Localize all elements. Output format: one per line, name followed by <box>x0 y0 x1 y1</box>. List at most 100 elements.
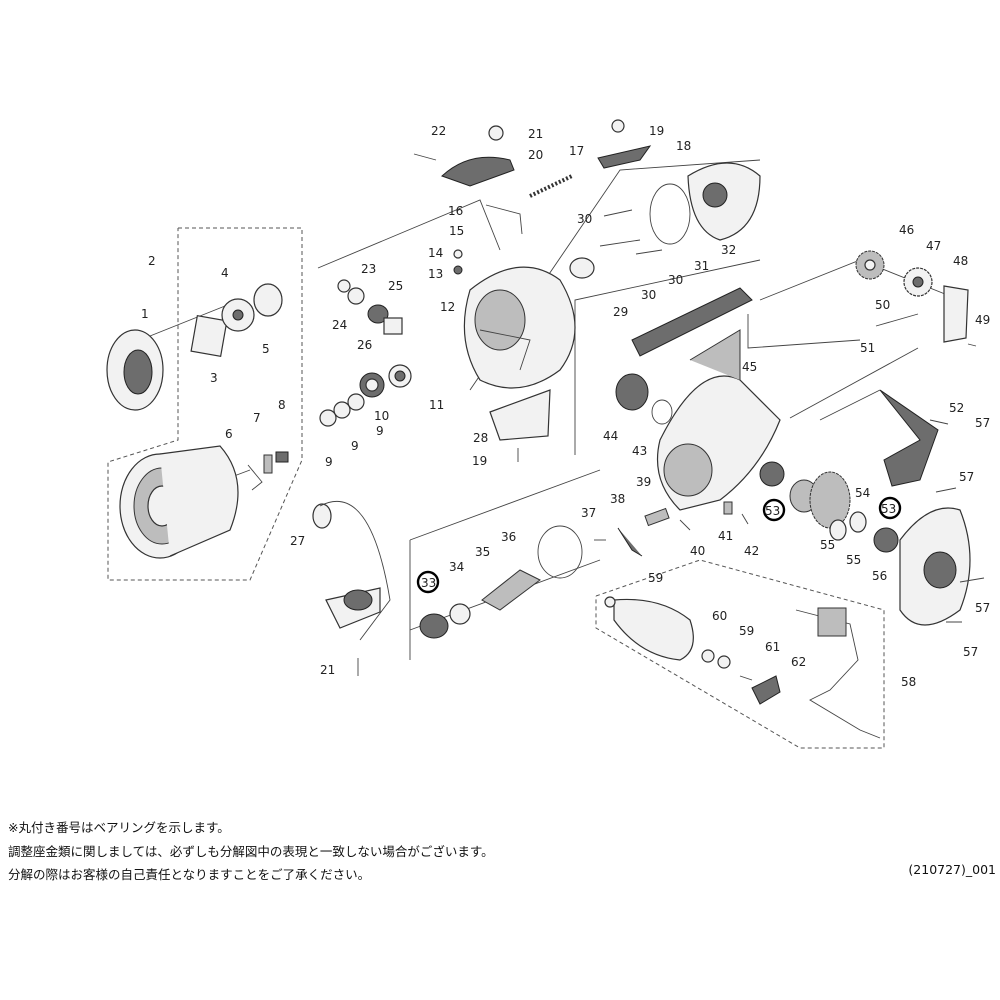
label-56: 56 <box>872 569 887 583</box>
label-48: 48 <box>953 254 968 268</box>
part-53-bearing-b <box>873 527 899 553</box>
label-53a: 53 <box>765 504 780 518</box>
label-15: 15 <box>449 224 464 238</box>
label-32: 32 <box>721 243 736 257</box>
part-10-pinion-gear-nut <box>359 372 385 398</box>
part-number-labels: 1 2 3 4 5 6 7 8 9 9 9 10 11 12 13 14 15 … <box>141 124 990 689</box>
part-49-screw <box>967 343 977 347</box>
part-62-cap <box>751 675 781 705</box>
part-9-washer-a <box>319 409 337 427</box>
label-40: 40 <box>690 544 705 558</box>
label-16: 16 <box>448 204 463 218</box>
part-50-shaft <box>875 313 919 327</box>
label-9c: 9 <box>376 424 384 438</box>
label-29: 29 <box>613 305 628 319</box>
label-30b: 30 <box>641 288 656 302</box>
bail-wire <box>319 501 391 641</box>
label-30c: 30 <box>668 273 683 287</box>
part-7-spring <box>263 454 273 474</box>
part-14-screw <box>453 249 463 259</box>
part-52-guard <box>879 389 939 487</box>
part-32-bail-arm-cam <box>687 162 761 241</box>
label-10: 10 <box>374 409 389 423</box>
disclaimer-notes: ※丸付き番号はベアリングを示します。 調整座金類に関しましては、必ずしも分解図中… <box>8 816 708 887</box>
part-21-screw-top <box>488 125 504 141</box>
label-42: 42 <box>744 544 759 558</box>
part-28-cover <box>489 389 551 441</box>
part-16-pin <box>485 204 523 235</box>
label-39: 39 <box>636 475 651 489</box>
label-55b: 55 <box>846 553 861 567</box>
part-33-bearing <box>419 613 449 639</box>
part-1-drag-knob <box>106 329 164 411</box>
part-9-washer-c <box>347 393 365 411</box>
leader-lines <box>317 199 501 269</box>
label-45: 45 <box>742 360 757 374</box>
part-27-line-roller <box>312 503 332 529</box>
label-38: 38 <box>610 492 625 506</box>
part-42-pin <box>741 513 749 525</box>
label-2: 2 <box>148 254 156 268</box>
label-49: 49 <box>975 313 990 327</box>
part-8-screw <box>275 451 289 463</box>
label-51: 51 <box>860 341 875 355</box>
part-55-washer-a <box>829 519 847 541</box>
label-53b: 53 <box>881 502 896 516</box>
label-11: 11 <box>429 398 444 412</box>
note-disassembly: 分解の際はお客様の自己責任となりますことをご了承ください。 <box>8 867 371 882</box>
part-59-handle-knob <box>613 598 694 661</box>
part-20-bail-arm <box>441 156 515 187</box>
part-3-washer <box>190 314 228 358</box>
spool <box>119 445 239 559</box>
label-1: 1 <box>141 307 149 321</box>
label-57b: 57 <box>959 470 974 484</box>
part-30-screws <box>599 209 663 255</box>
label-20: 20 <box>528 148 543 162</box>
part-55-washer-b <box>849 511 867 533</box>
part-53-bearing-a <box>759 461 785 487</box>
label-5: 5 <box>262 342 270 356</box>
part-56-side-cover <box>899 507 971 626</box>
note-bearing: ※丸付き番号はベアリングを示します。 <box>8 820 230 835</box>
label-61: 61 <box>765 640 780 654</box>
part-53-bearing-a-marker <box>762 498 786 522</box>
label-19-top: 19 <box>649 124 664 138</box>
part-53-bearing-b-marker <box>878 496 902 520</box>
label-57c: 57 <box>975 601 990 615</box>
label-12: 12 <box>440 300 455 314</box>
part-36-o-ring <box>537 525 583 579</box>
part-44-bearing <box>615 373 649 411</box>
part-45-body <box>631 287 781 511</box>
label-59a: 59 <box>648 571 663 585</box>
label-35: 35 <box>475 545 490 559</box>
label-14: 14 <box>428 246 443 260</box>
label-60: 60 <box>712 609 727 623</box>
part-54-drive-gear <box>789 471 851 529</box>
part-34-washer <box>449 603 471 625</box>
note-washers: 調整座金類に関しましては、必ずしも分解図中の表現と一致しない場合がございます。 <box>8 843 494 859</box>
label-46: 46 <box>899 223 914 237</box>
label-37: 37 <box>581 506 596 520</box>
label-57d: 57 <box>963 645 978 659</box>
part-4-drag-washer <box>221 298 255 332</box>
part-39-lever <box>644 507 670 527</box>
bail-arm-lower <box>325 587 381 629</box>
part-22-screw <box>413 153 437 161</box>
part-61-screw <box>739 675 753 681</box>
label-52: 52 <box>949 401 964 415</box>
label-19-bottom: 19 <box>472 454 487 468</box>
label-3: 3 <box>210 371 218 385</box>
label-47: 47 <box>926 239 941 253</box>
part-59-washer <box>604 596 616 608</box>
part-5-drag-washer <box>253 283 283 317</box>
part-47-gear <box>903 267 933 297</box>
label-55a: 55 <box>820 538 835 552</box>
part-60-washer <box>701 649 715 663</box>
label-36: 36 <box>501 530 516 544</box>
part-9-washer-b <box>333 401 351 419</box>
label-62: 62 <box>791 655 806 669</box>
handle-group-boundary <box>595 559 885 749</box>
part-24-washer <box>347 287 365 305</box>
part-38-stopper <box>617 527 643 557</box>
part-59-washer-b <box>717 655 731 669</box>
